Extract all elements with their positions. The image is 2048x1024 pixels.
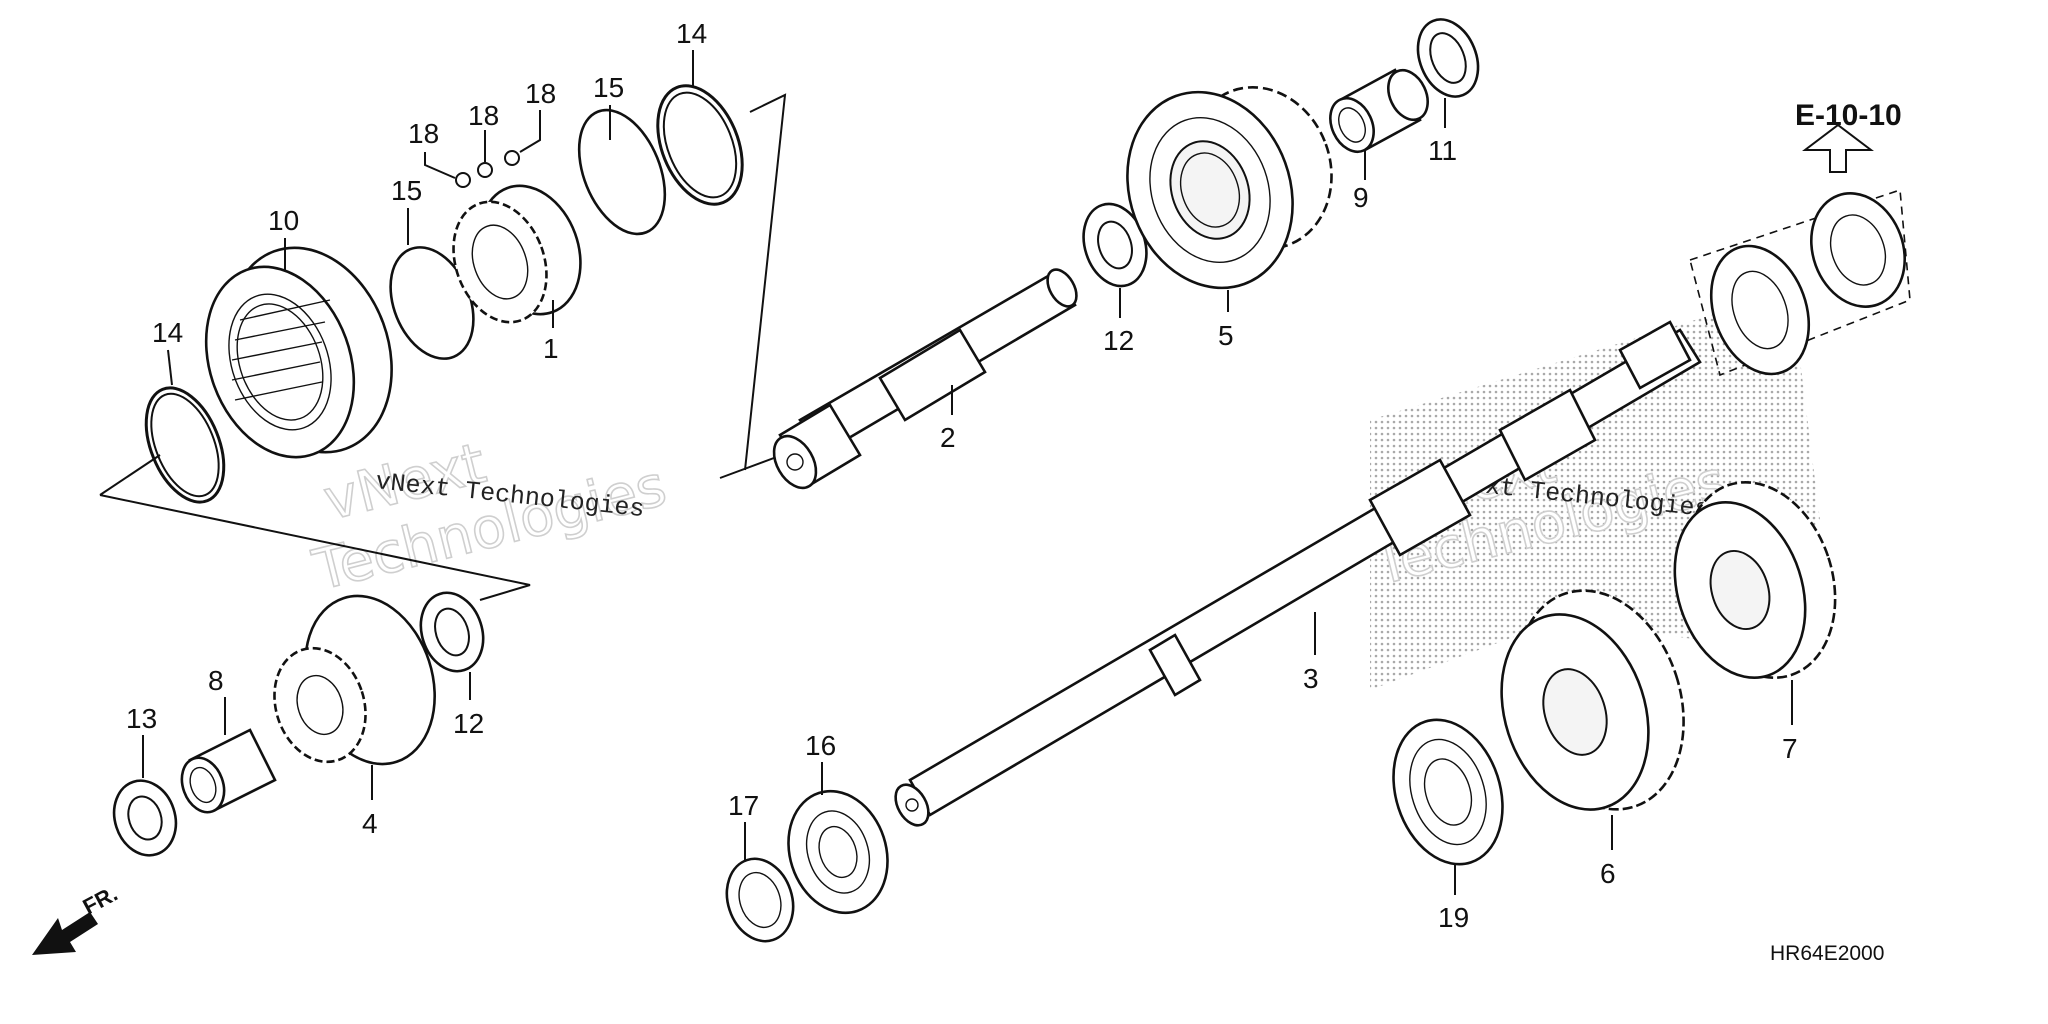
part-2-shaft <box>772 268 1078 490</box>
part-number-18: 18 <box>468 100 499 131</box>
part-number-17: 17 <box>728 790 759 821</box>
part-number-13: 13 <box>126 703 157 734</box>
part-18-ball <box>504 150 520 166</box>
part-number-14-top: 14 <box>676 18 707 49</box>
front-label: FR. <box>79 881 122 920</box>
part-number-4: 4 <box>362 808 378 839</box>
part-18-ball <box>455 172 471 188</box>
part-1-gear <box>452 184 582 324</box>
part-6-gear <box>1500 589 1685 811</box>
part-number-16: 16 <box>805 730 836 761</box>
part-number-18: 18 <box>408 118 439 149</box>
part-14-snap-ring <box>144 386 226 504</box>
part-number-2: 2 <box>940 422 956 453</box>
reference-arrow <box>1802 123 1874 173</box>
part-number-12-lower: 12 <box>453 708 484 739</box>
part-3-mainshaft <box>894 320 1702 827</box>
part-number-3: 3 <box>1303 663 1319 694</box>
part-number-14-left: 14 <box>152 317 183 348</box>
part-7-gear <box>1673 481 1837 680</box>
part-number-18: 18 <box>525 78 556 109</box>
part-number-15-left: 15 <box>391 175 422 206</box>
callouts: 1 2 3 4 5 6 7 8 9 10 11 12 12 <box>126 18 1798 933</box>
part-number-9: 9 <box>1353 182 1369 213</box>
front-direction-arrow: FR. <box>32 881 122 955</box>
part-12-washer-lower <box>419 591 485 673</box>
part-4-gear <box>273 594 436 766</box>
part-number-19: 19 <box>1438 902 1469 933</box>
part-11-washer <box>1416 18 1480 98</box>
watermark-left: vNext Technologies vNext Technologies <box>306 430 673 604</box>
diagram-code: HR64E2000 <box>1770 942 1884 965</box>
part-8-bushing <box>180 728 277 814</box>
part-13-washer <box>112 779 178 857</box>
part-18-ball <box>477 162 493 178</box>
part-19-bearing <box>1392 718 1504 866</box>
reference-bearing <box>1709 192 1907 376</box>
part-15-ring-right <box>577 108 667 236</box>
part-number-11: 11 <box>1428 135 1457 166</box>
part-number-8: 8 <box>208 665 224 696</box>
part-number-10: 10 <box>268 205 299 236</box>
part-14-top-ring <box>656 84 744 206</box>
part-17-seal <box>725 857 795 943</box>
part-10-sleeve <box>204 246 393 459</box>
part-number-5: 5 <box>1218 320 1234 351</box>
reference-label: E-10-10 <box>1795 99 1902 132</box>
part-5-gear <box>1126 86 1333 290</box>
part-number-7: 7 <box>1782 733 1798 764</box>
part-16-bearing <box>787 789 889 915</box>
part-number-6: 6 <box>1600 858 1616 889</box>
part-number-15-right: 15 <box>593 72 624 103</box>
part-9-bushing <box>1329 68 1429 154</box>
part-number-12-top: 12 <box>1103 325 1134 356</box>
part-number-1: 1 <box>543 333 559 364</box>
